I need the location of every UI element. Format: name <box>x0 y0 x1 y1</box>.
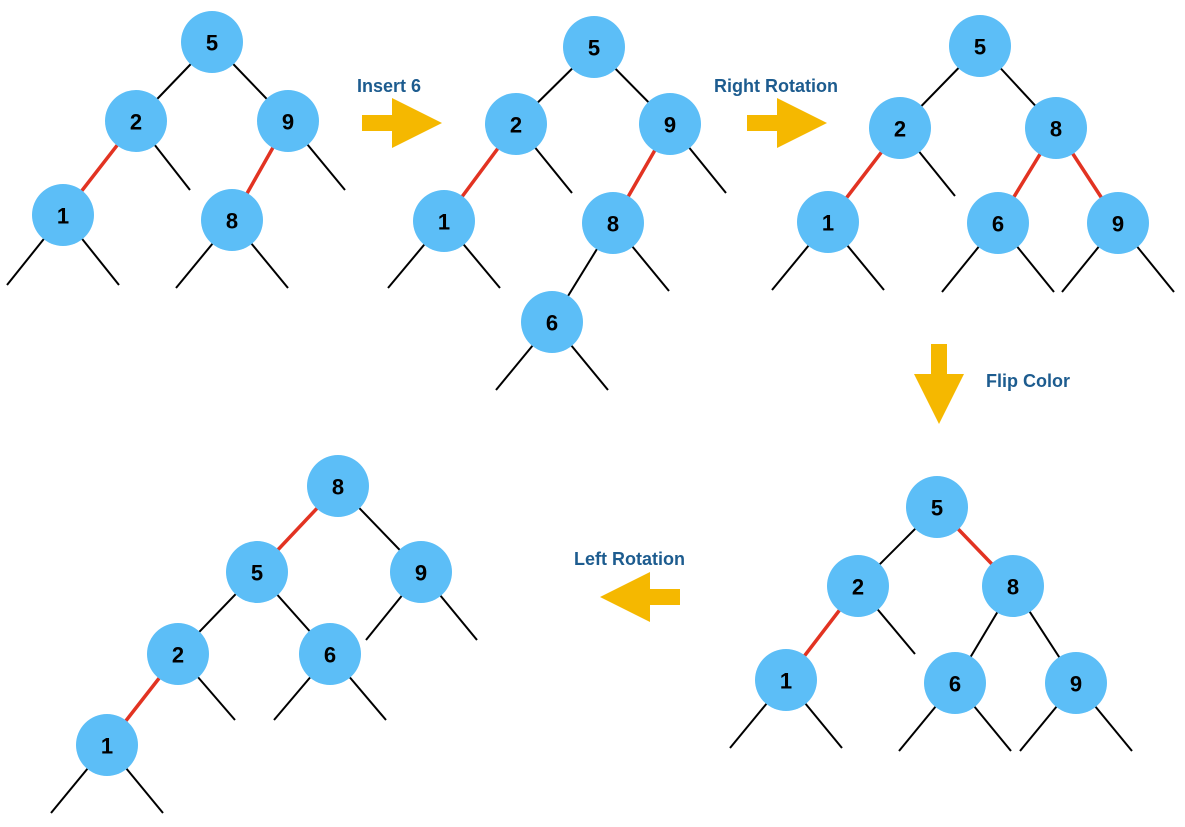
node-5: 5 <box>181 11 243 73</box>
right-arrow-icon <box>362 98 442 148</box>
svg-text:6: 6 <box>949 672 961 697</box>
tree-after-flip-color: 5 2 8 1 6 9 <box>729 476 1133 752</box>
svg-text:1: 1 <box>780 669 792 694</box>
node-6: 6 <box>521 291 583 353</box>
svg-text:5: 5 <box>588 36 600 61</box>
svg-text:2: 2 <box>172 643 184 668</box>
svg-text:5: 5 <box>251 561 263 586</box>
svg-text:6: 6 <box>546 311 558 336</box>
node-1: 1 <box>413 190 475 252</box>
node-1: 1 <box>797 191 859 253</box>
svg-text:9: 9 <box>415 561 427 586</box>
svg-text:6: 6 <box>324 643 336 668</box>
svg-text:9: 9 <box>1070 672 1082 697</box>
step-insert: Insert 6 <box>357 76 442 148</box>
tree-initial: 5 2 9 1 8 <box>6 11 346 289</box>
svg-text:9: 9 <box>1112 212 1124 237</box>
svg-text:8: 8 <box>1050 117 1062 142</box>
node-9: 9 <box>1045 652 1107 714</box>
node-5: 5 <box>563 16 625 78</box>
svg-text:1: 1 <box>101 734 113 759</box>
svg-text:6: 6 <box>992 212 1004 237</box>
right-arrow-icon <box>747 98 827 148</box>
svg-text:2: 2 <box>510 113 522 138</box>
node-6: 6 <box>924 652 986 714</box>
tree-after-insert: 5 2 9 1 8 6 <box>387 16 727 391</box>
node-6: 6 <box>299 623 361 685</box>
svg-text:8: 8 <box>226 209 238 234</box>
svg-text:2: 2 <box>852 575 864 600</box>
node-9: 9 <box>639 93 701 155</box>
step-right-rotation-label: Right Rotation <box>714 76 838 96</box>
svg-text:8: 8 <box>1007 575 1019 600</box>
node-2: 2 <box>869 97 931 159</box>
svg-text:1: 1 <box>438 210 450 235</box>
node-5: 5 <box>226 541 288 603</box>
step-flip-color: Flip Color <box>914 344 1070 424</box>
node-1: 1 <box>32 184 94 246</box>
step-right-rotation: Right Rotation <box>714 76 838 148</box>
tree-after-left-rotation: 8 5 9 2 6 1 <box>50 455 478 814</box>
node-2: 2 <box>105 90 167 152</box>
tree-after-right-rotation: 5 2 8 1 6 9 <box>771 15 1175 293</box>
node-9: 9 <box>390 541 452 603</box>
svg-text:8: 8 <box>607 212 619 237</box>
svg-text:2: 2 <box>130 110 142 135</box>
node-6: 6 <box>967 192 1029 254</box>
node-9: 9 <box>1087 192 1149 254</box>
node-5: 5 <box>906 476 968 538</box>
svg-text:1: 1 <box>822 211 834 236</box>
node-8: 8 <box>1025 97 1087 159</box>
node-8: 8 <box>307 455 369 517</box>
node-2: 2 <box>485 93 547 155</box>
node-8: 8 <box>582 192 644 254</box>
node-2: 2 <box>147 623 209 685</box>
node-9: 9 <box>257 90 319 152</box>
svg-text:1: 1 <box>57 204 69 229</box>
svg-text:5: 5 <box>931 496 943 521</box>
node-1: 1 <box>76 714 138 776</box>
step-left-rotation: Left Rotation <box>574 549 685 622</box>
svg-text:9: 9 <box>664 113 676 138</box>
node-5: 5 <box>949 15 1011 77</box>
step-flip-color-label: Flip Color <box>986 371 1070 391</box>
svg-text:5: 5 <box>974 35 986 60</box>
step-left-rotation-label: Left Rotation <box>574 549 685 569</box>
svg-text:2: 2 <box>894 117 906 142</box>
node-2: 2 <box>827 555 889 617</box>
svg-text:9: 9 <box>282 110 294 135</box>
left-arrow-icon <box>600 572 680 622</box>
node-8: 8 <box>201 189 263 251</box>
svg-text:8: 8 <box>332 475 344 500</box>
svg-text:5: 5 <box>206 31 218 56</box>
down-arrow-icon <box>914 344 964 424</box>
node-1: 1 <box>755 649 817 711</box>
step-insert-label: Insert 6 <box>357 76 421 96</box>
node-8: 8 <box>982 555 1044 617</box>
